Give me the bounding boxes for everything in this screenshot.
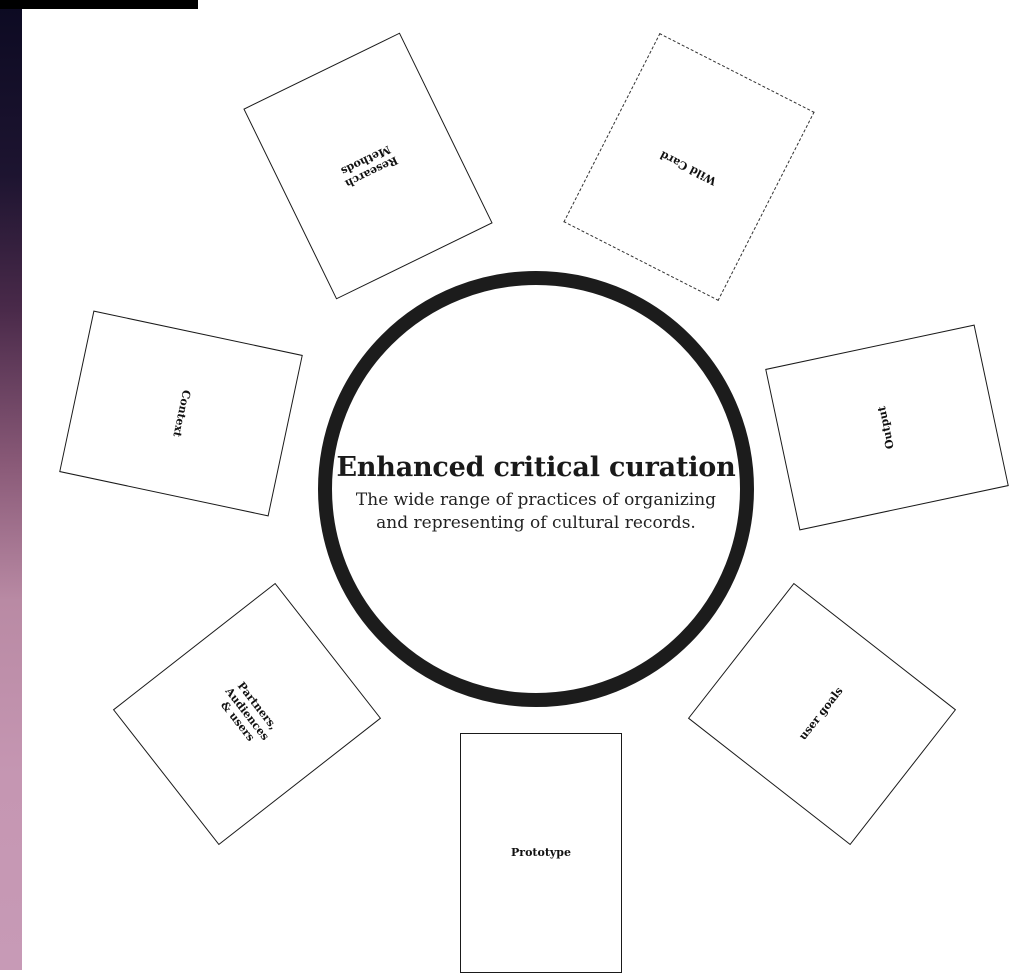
card-prototype: Prototype (460, 733, 622, 973)
background-photo-strip (0, 0, 22, 970)
card-partners-label: Partners, Audiences & users (218, 679, 281, 744)
card-user-goals: user goals (687, 582, 957, 846)
card-prototype-label: Prototype (511, 845, 571, 859)
card-wild-card: Wild Card (563, 33, 815, 301)
card-user-goals-label: user goals (796, 684, 846, 743)
card-research-methods: Research Methods (243, 32, 493, 300)
top-black-bar (0, 0, 198, 9)
central-circle: Enhanced critical curation The wide rang… (318, 271, 754, 707)
card-wild-card-label: Wild Card (658, 147, 719, 188)
circle-subtitle: The wide range of practices of organizin… (355, 490, 717, 533)
circle-title: Enhanced critical curation (336, 452, 736, 484)
card-output-label: Output (875, 405, 898, 451)
card-research-methods-label: Research Methods (338, 143, 400, 191)
card-context: Context (59, 310, 303, 517)
card-partners-audiences-users: Partners, Audiences & users (112, 582, 382, 846)
card-context-label: Context (170, 388, 194, 439)
card-output: Output (765, 324, 1009, 531)
